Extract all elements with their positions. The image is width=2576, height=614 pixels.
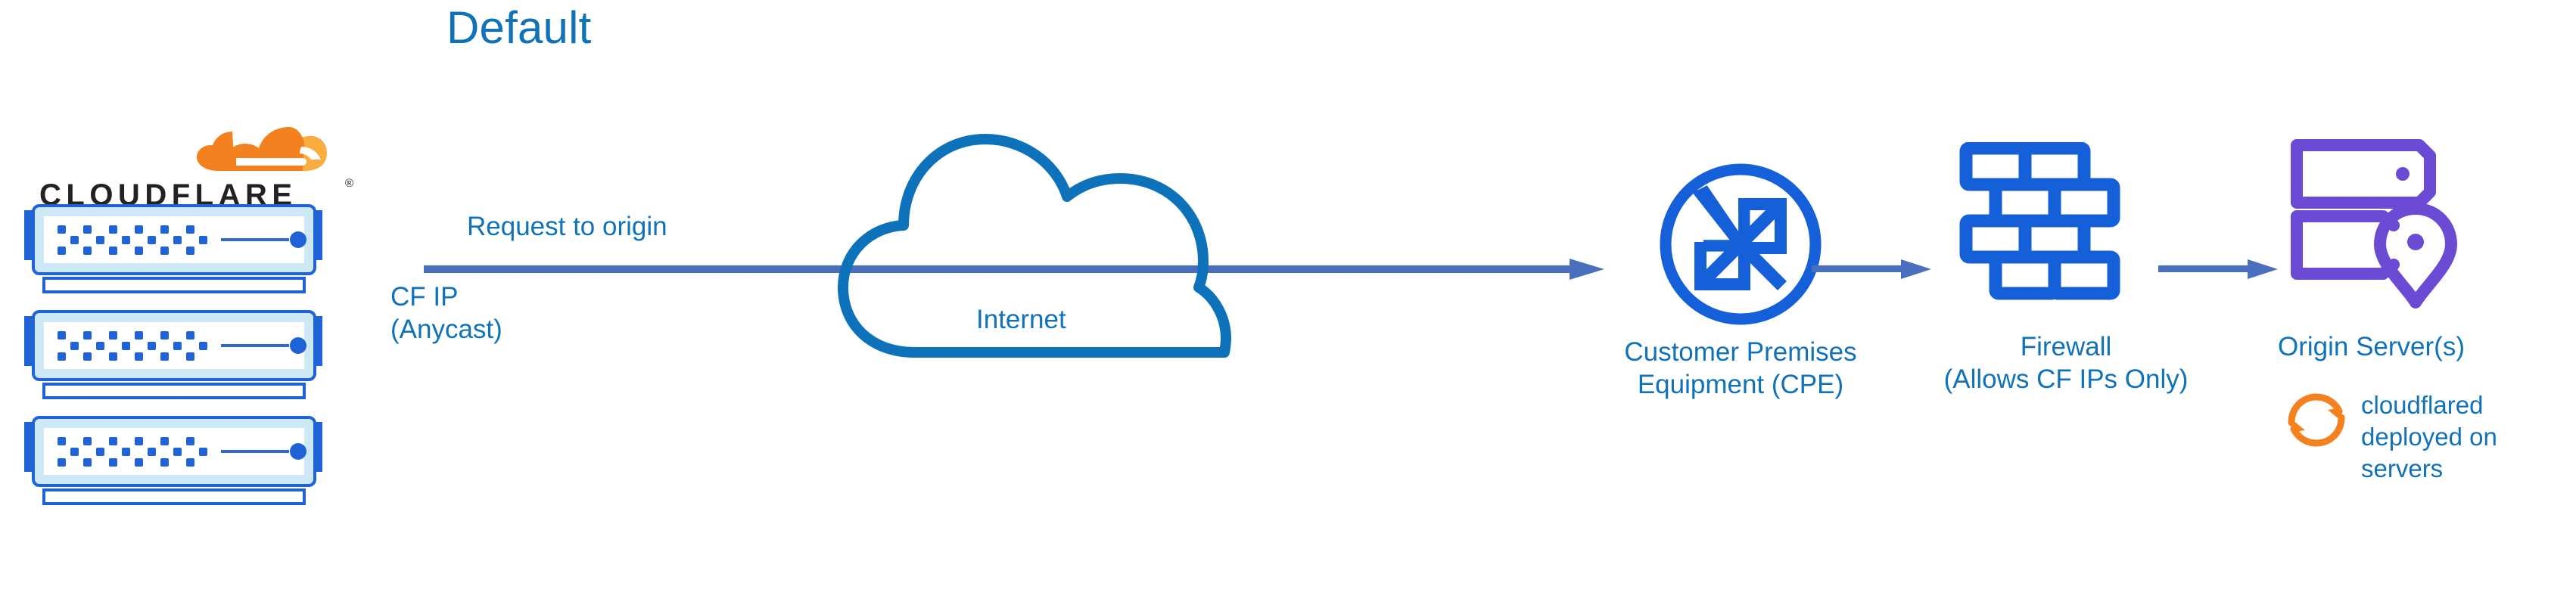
annotation-cloudflared-deployed: cloudflared deployed on servers <box>2361 391 2497 483</box>
node-cpe-label: Customer Premises Equipment (CPE) <box>1624 337 1857 399</box>
node-firewall-label: Firewall (Allows CF IPs Only) <box>1943 332 2189 394</box>
router-icon <box>1654 163 1828 334</box>
connector-edge-to-cpe <box>424 254 1612 288</box>
node-cpe <box>1654 157 1828 335</box>
connector-label-request-to-origin: Request to origin <box>467 212 667 241</box>
sync-arrows-icon <box>2281 387 2350 456</box>
cloudflare-edge-server-unit <box>11 405 336 519</box>
node-firewall <box>1958 141 2125 309</box>
cloudflare-cloud-logo-icon <box>191 112 327 184</box>
connector-cpe-to-firewall <box>1812 257 1933 285</box>
server-rack-pin-icon <box>2291 139 2480 319</box>
brick-wall-icon <box>1958 141 2125 308</box>
node-origin-server <box>2291 135 2480 320</box>
node-internet <box>825 112 1249 365</box>
connector-firewall-to-origin <box>2158 257 2279 285</box>
page-title: Default <box>446 2 592 53</box>
cloudflare-edge-server-unit <box>11 299 336 413</box>
annotation-cf-ip-anycast: CF IP (Anycast) <box>390 282 502 344</box>
registered-trademark-icon: ® <box>345 177 354 190</box>
node-origin-server-label: Origin Server(s) <box>2278 332 2465 361</box>
cloudflare-edge-server-unit <box>11 194 336 307</box>
node-internet-label: Internet <box>976 305 1066 334</box>
